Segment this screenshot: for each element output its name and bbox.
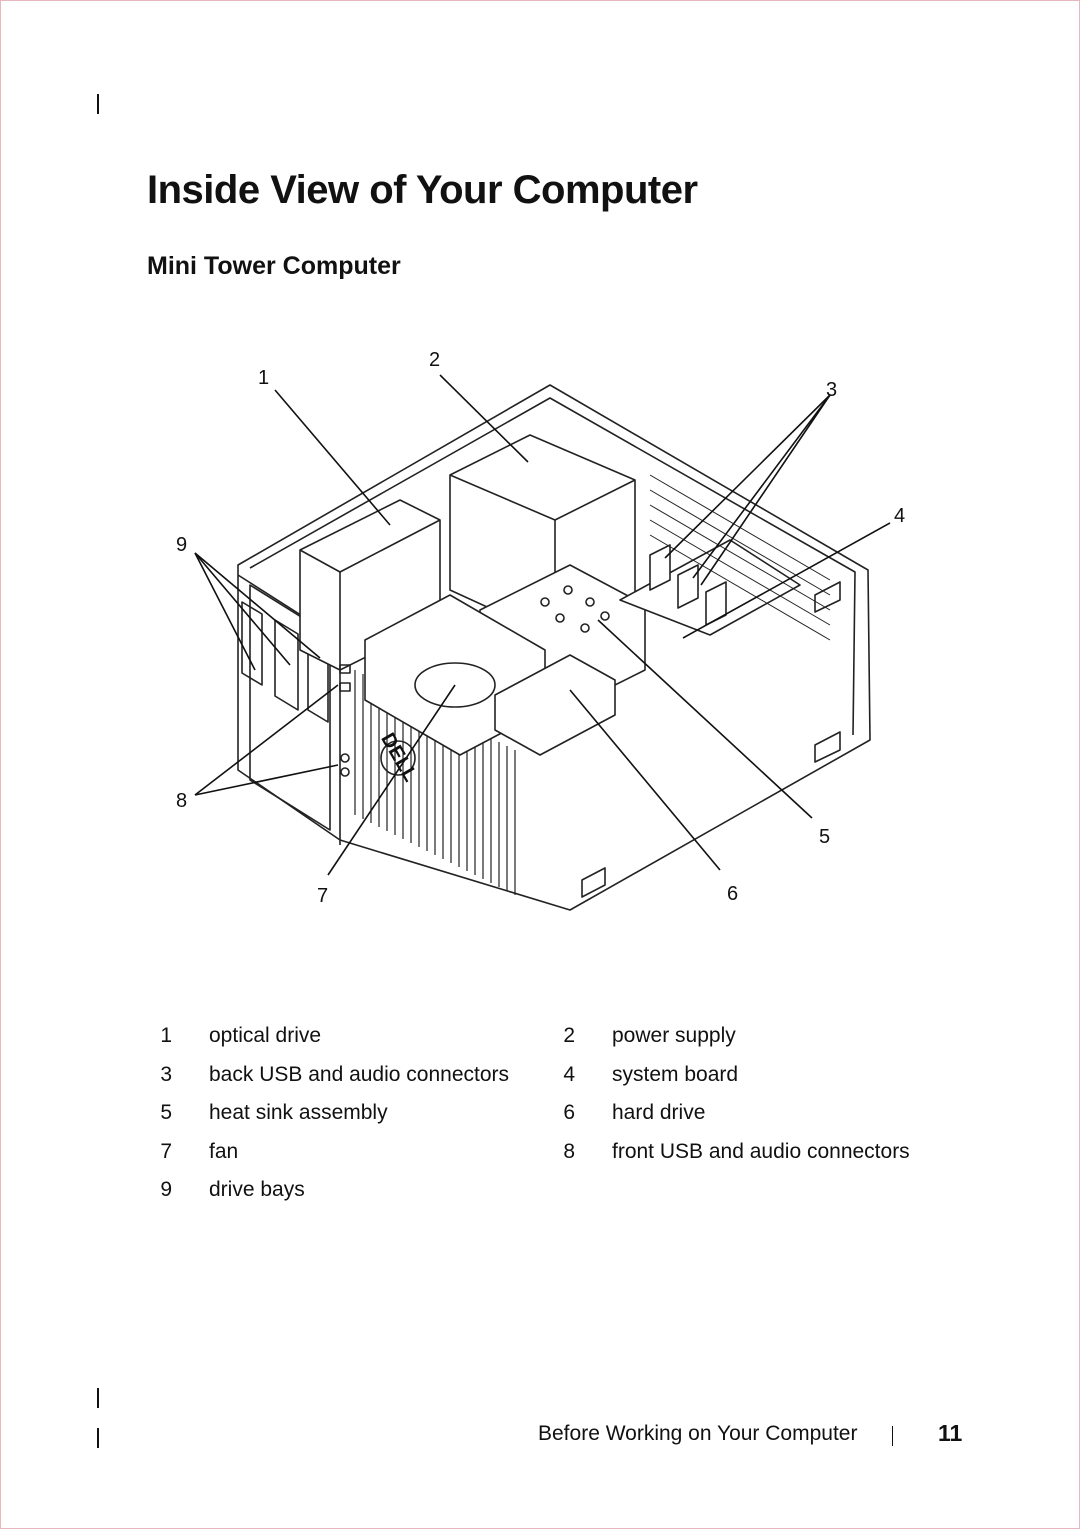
crop-mark-top — [97, 94, 99, 114]
chassis-inner-rim — [249, 397, 856, 736]
callout-2: 2 — [429, 349, 440, 371]
front-audio-port-1 — [340, 753, 350, 763]
leader-lines — [194, 374, 891, 876]
front-usb-port-2 — [339, 682, 351, 692]
callout-9: 9 — [176, 534, 187, 556]
legend-num: 2 — [563, 1024, 575, 1047]
callout-4: 4 — [894, 505, 905, 527]
legend-label: drive bays — [209, 1178, 305, 1201]
crop-mark-bottom-1 — [97, 1388, 99, 1408]
front-usb-port-1 — [339, 664, 351, 674]
legend-label: hard drive — [612, 1101, 706, 1124]
callout-7: 7 — [317, 885, 328, 907]
legend-num: 7 — [160, 1140, 172, 1163]
drive-bay-2 — [274, 619, 299, 711]
legend-label: back USB and audio connectors — [209, 1063, 510, 1086]
front-audio-port-2 — [340, 767, 350, 777]
dell-logo-circle — [380, 740, 416, 776]
footer-section-title: Before Working on Your Computer — [538, 1422, 858, 1445]
hard-drive — [494, 654, 616, 756]
drive-bay-1 — [241, 601, 263, 686]
footer-separator — [892, 1426, 893, 1446]
legend-label: front USB and audio connectors — [612, 1140, 910, 1163]
callout-3: 3 — [826, 379, 837, 401]
crop-mark-bottom-2 — [97, 1428, 99, 1448]
callout-5: 5 — [819, 826, 830, 848]
legend-num: 6 — [563, 1101, 575, 1124]
back-connector-1 — [649, 544, 671, 591]
legend-num: 5 — [160, 1101, 172, 1124]
callout-1: 1 — [258, 367, 269, 389]
back-connector-2 — [677, 564, 699, 609]
legend-num: 8 — [563, 1140, 575, 1163]
section-title: Mini Tower Computer — [147, 252, 401, 280]
legend-label: fan — [209, 1140, 239, 1163]
legend-num: 1 — [160, 1024, 172, 1047]
legend-num: 3 — [160, 1063, 172, 1086]
legend-num: 9 — [160, 1178, 172, 1201]
legend-label: heat sink assembly — [209, 1101, 388, 1124]
legend-label: power supply — [612, 1024, 736, 1047]
callout-6: 6 — [727, 883, 738, 905]
page-title: Inside View of Your Computer — [147, 168, 698, 212]
legend-label: optical drive — [209, 1024, 322, 1047]
callout-8: 8 — [176, 790, 187, 812]
legend-label: system board — [612, 1063, 739, 1086]
page-number: 11 — [938, 1420, 963, 1446]
legend-num: 4 — [563, 1063, 575, 1086]
computer-diagram: 1 2 3 4 5 6 7 8 9 DELL — [150, 340, 930, 940]
computer-illustration: 1 2 3 4 5 6 7 8 9 DELL — [176, 349, 905, 911]
